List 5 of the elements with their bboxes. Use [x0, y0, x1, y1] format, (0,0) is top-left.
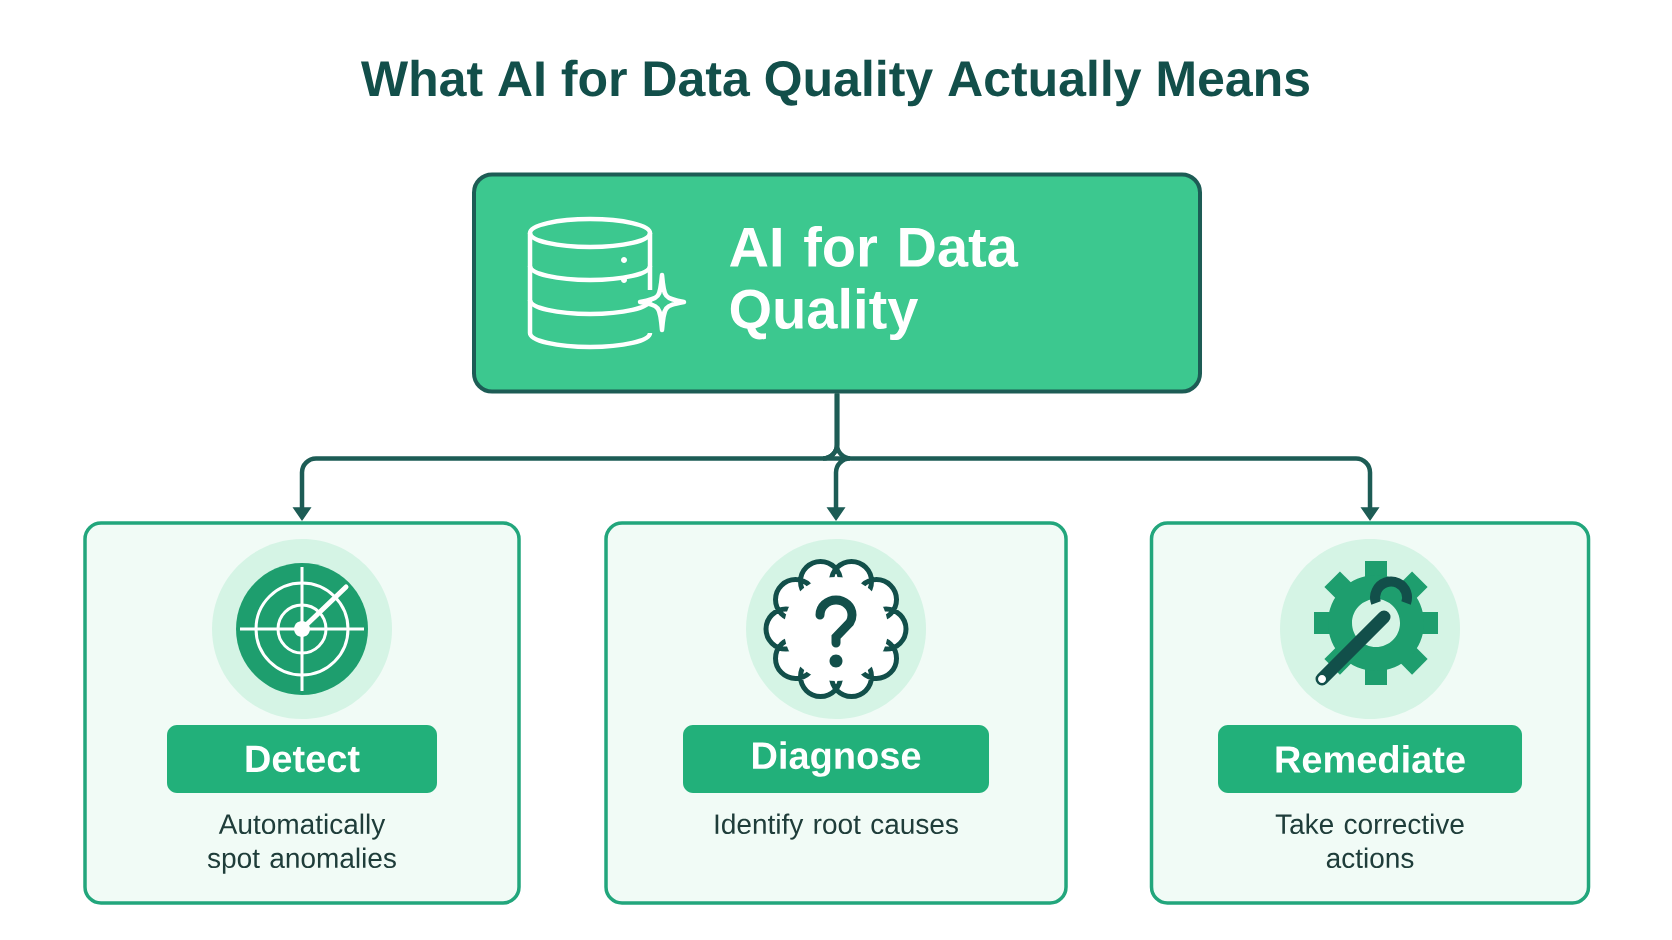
title-box: AI for Data Quality [472, 172, 1202, 394]
title: What AI for Data Quality Actually Means [360, 59, 1309, 107]
label-pill: Diagnose [683, 725, 989, 793]
label-pill: Detect [167, 725, 437, 793]
label-pill: Remediate [1218, 725, 1522, 793]
